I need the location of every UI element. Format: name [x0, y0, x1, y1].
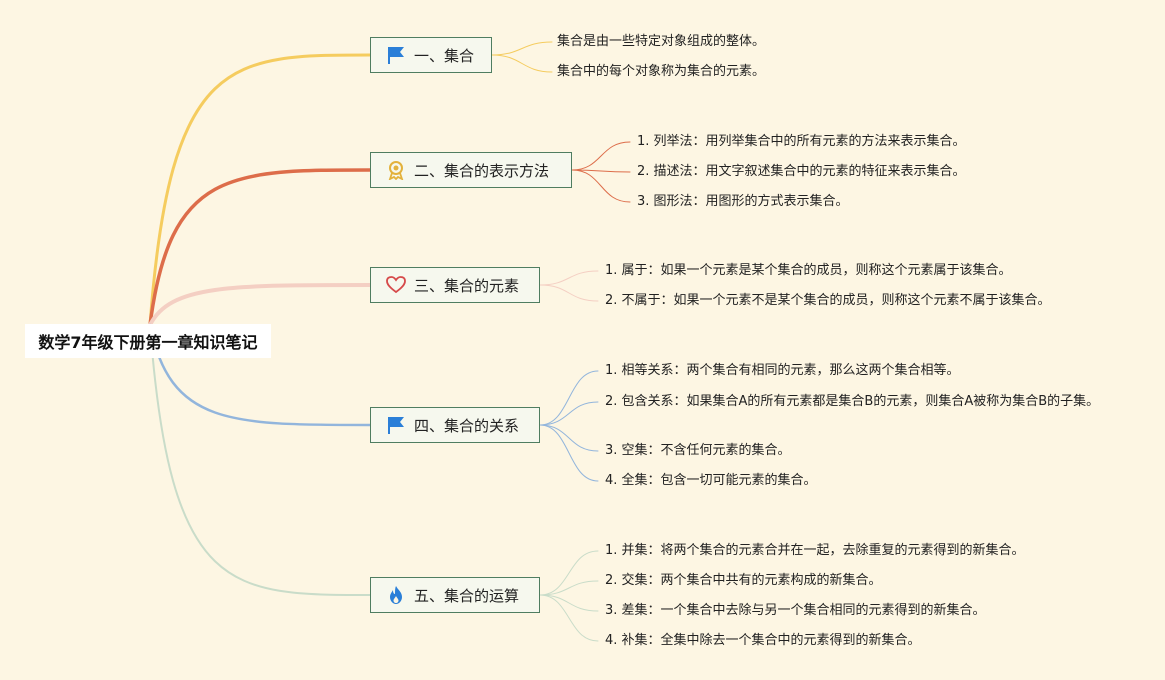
topic-label: 二、集合的表示方法	[414, 161, 550, 180]
topic-elements[interactable]: 三、集合的元素	[370, 267, 540, 303]
leaf-line-2-1	[571, 141, 631, 171]
leaf-graphic-method[interactable]: 3. 图形法：用图形的方式表示集合。	[637, 194, 849, 209]
leaf-line-3-2	[539, 284, 599, 302]
leaf-line-1-1	[491, 41, 553, 56]
root-title: 数学7年级下册第一章知识笔记	[38, 333, 258, 352]
award-icon	[386, 160, 406, 180]
heart-icon	[386, 275, 406, 295]
flag-icon	[386, 415, 406, 435]
root-topic[interactable]: 数学7年级下册第一章知识笔记	[25, 324, 271, 358]
leaf-line-5-3	[539, 594, 599, 612]
topic-label: 三、集合的元素	[414, 276, 520, 295]
topic-set[interactable]: 一、集合	[370, 37, 492, 73]
leaf-line-2-3	[571, 169, 631, 203]
leaf-description-method[interactable]: 2. 描述法：用文字叙述集合中的元素的特征来表示集合。	[637, 164, 966, 179]
leaf-line-4-2	[539, 401, 599, 426]
leaf-line-5-4	[539, 594, 599, 642]
leaf-difference[interactable]: 3. 差集：一个集合中去除与另一个集合相同的元素得到的新集合。	[605, 603, 986, 618]
leaf-set-definition[interactable]: 集合是由一些特定对象组成的整体。	[557, 34, 766, 49]
leaf-not-belongs[interactable]: 2. 不属于：如果一个元素不是某个集合的成员，则称这个元素不属于该集合。	[605, 293, 1051, 308]
leaf-intersection[interactable]: 2. 交集：两个集合中共有的元素构成的新集合。	[605, 573, 882, 588]
leaf-complement[interactable]: 4. 补集：全集中除去一个集合中的元素得到的新集合。	[605, 633, 921, 648]
topic-label: 一、集合	[414, 46, 475, 65]
leaf-universal-set[interactable]: 4. 全集：包含一切可能元素的集合。	[605, 473, 817, 488]
leaf-line-4-3	[539, 424, 599, 452]
leaf-line-5-1	[539, 550, 599, 596]
leaf-subset[interactable]: 2. 包含关系：如果集合A的所有元素都是集合B的元素，则集合A被称为集合B的子集…	[605, 394, 1100, 409]
leaf-belongs[interactable]: 1. 属于：如果一个元素是某个集合的成员，则称这个元素属于该集合。	[605, 263, 1012, 278]
branch-line-4	[148, 323, 372, 427]
leaf-line-3-1	[539, 270, 599, 286]
branch-line-3	[148, 283, 372, 327]
fire-icon	[386, 585, 406, 605]
leaf-line-4-1	[539, 370, 599, 426]
leaf-union[interactable]: 1. 并集：将两个集合的元素合并在一起，去除重复的元素得到的新集合。	[605, 543, 1025, 558]
branch-line-1	[148, 53, 372, 327]
leaf-set-element[interactable]: 集合中的每个对象称为集合的元素。	[557, 64, 766, 79]
leaf-line-4-4	[539, 424, 599, 482]
topic-relations[interactable]: 四、集合的关系	[370, 407, 540, 443]
leaf-line-5-2	[539, 580, 599, 596]
leaf-empty-set[interactable]: 3. 空集：不含任何元素的集合。	[605, 443, 791, 458]
topic-representation[interactable]: 二、集合的表示方法	[370, 152, 572, 188]
branch-line-2	[148, 168, 372, 327]
leaf-listing-method[interactable]: 1. 列举法：用列举集合中的所有元素的方法来表示集合。	[637, 134, 966, 149]
leaf-equality[interactable]: 1. 相等关系：两个集合有相同的元素，那么这两个集合相等。	[605, 363, 960, 378]
topic-operations[interactable]: 五、集合的运算	[370, 577, 540, 613]
flag-icon	[386, 45, 406, 65]
branch-line-5	[149, 324, 371, 596]
topic-label: 四、集合的关系	[414, 416, 520, 435]
leaf-line-2-2	[571, 169, 631, 173]
leaf-line-1-2	[491, 54, 553, 73]
topic-label: 五、集合的运算	[414, 586, 520, 605]
